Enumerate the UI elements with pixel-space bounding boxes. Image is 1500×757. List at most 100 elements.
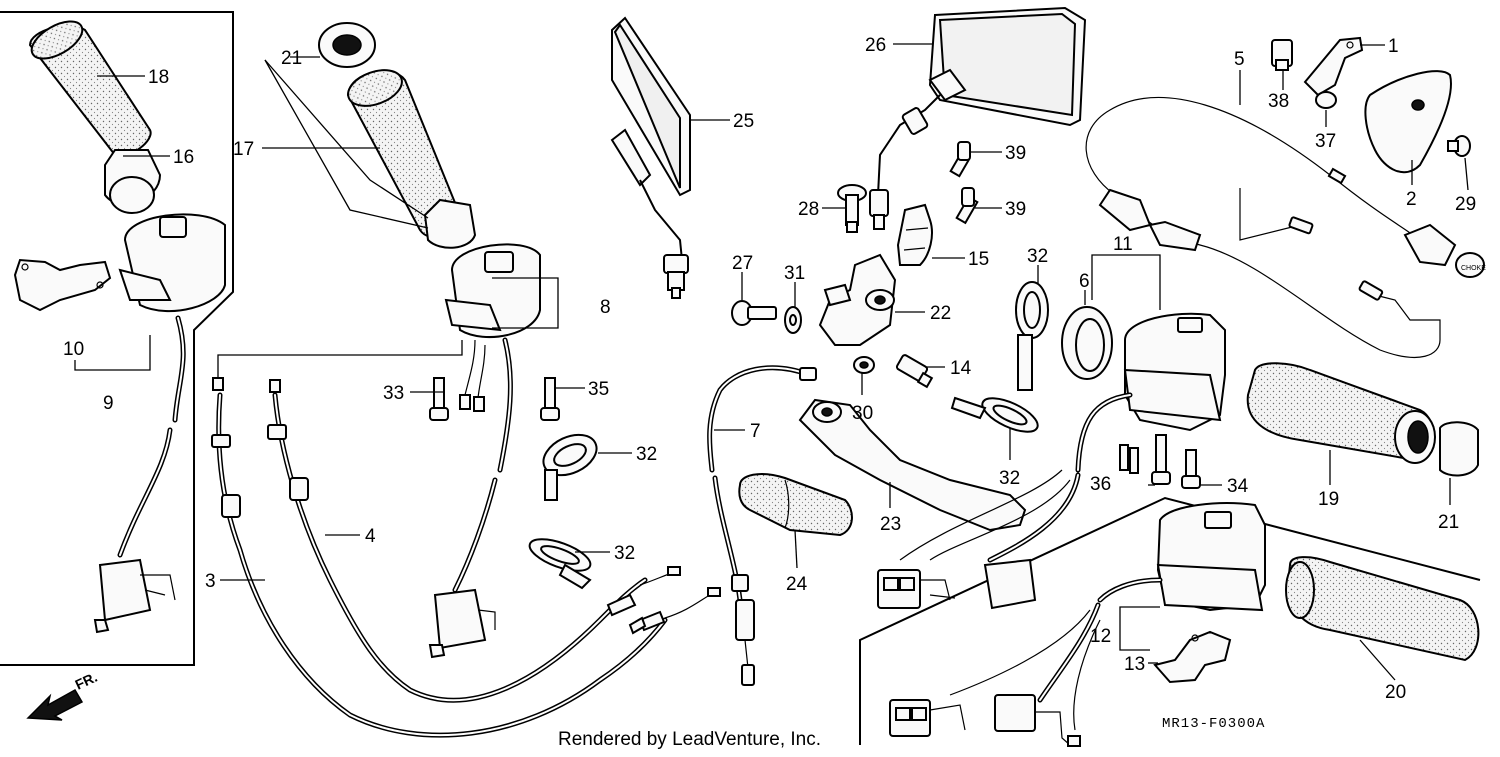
credit-text: Rendered by LeadVenture, Inc. bbox=[558, 729, 821, 750]
leader-11 bbox=[1091, 254, 1161, 310]
grommet-6 bbox=[1061, 306, 1113, 380]
callout-38: 38 bbox=[1268, 91, 1289, 112]
throttle-grip-17 bbox=[346, 69, 477, 249]
stop-switch-14 bbox=[895, 354, 934, 389]
screw-28 bbox=[1447, 135, 1471, 157]
collar-38 bbox=[1271, 39, 1293, 71]
callout-26: 25 bbox=[733, 111, 754, 132]
callout-9: 9 bbox=[103, 393, 114, 414]
callout-32-d: 32 bbox=[999, 468, 1020, 489]
front-direction-arrow: FR. bbox=[26, 669, 100, 721]
cover-2 bbox=[1364, 70, 1452, 174]
cable-tie-32-c bbox=[1015, 281, 1049, 391]
callout-14: 14 bbox=[950, 358, 972, 379]
callout-labels: 18 16 10 9 21 17 8 33 35 32 32 4 3 25 26… bbox=[63, 35, 1476, 703]
callout-29: 28 bbox=[798, 199, 819, 220]
grip-end-21-upper bbox=[318, 22, 376, 68]
grip-20 bbox=[1285, 556, 1480, 662]
bolt-25 bbox=[731, 300, 777, 326]
leader-12 bbox=[1119, 606, 1160, 651]
direction-label: FR. bbox=[73, 669, 100, 693]
clamp-10 bbox=[13, 258, 112, 312]
callout-4: 4 bbox=[365, 526, 376, 547]
throttle-cable-3 bbox=[211, 340, 721, 738]
callout-37: 37 bbox=[1315, 131, 1336, 152]
mirror-26 bbox=[610, 16, 691, 299]
bracket-1 bbox=[1303, 36, 1364, 97]
callout-32-c: 32 bbox=[1027, 246, 1048, 267]
screw-33 bbox=[429, 377, 449, 421]
callout-39-b: 39 bbox=[1005, 199, 1026, 220]
callout-27: 26 bbox=[865, 35, 886, 56]
cable-tie-32-d bbox=[950, 396, 1039, 433]
clutch-cable-7 bbox=[707, 365, 817, 686]
callout-20: 20 bbox=[1385, 682, 1406, 703]
leader-9-10 bbox=[74, 335, 151, 371]
pivot-bolt-29 bbox=[837, 184, 867, 233]
switch-housing-9 bbox=[93, 213, 226, 634]
callout-31: 31 bbox=[784, 263, 805, 284]
screw-39-b bbox=[955, 187, 979, 225]
lever-cover-24 bbox=[738, 473, 853, 537]
callout-17: 17 bbox=[233, 139, 254, 160]
callout-39-a: 39 bbox=[1005, 143, 1026, 164]
screw-34 bbox=[1181, 449, 1201, 489]
callout-8: 8 bbox=[600, 297, 611, 318]
grip-19 bbox=[1246, 362, 1436, 464]
callout-22: 22 bbox=[930, 303, 951, 324]
grip-collar-16 bbox=[104, 149, 162, 214]
callout-21-lower: 21 bbox=[1438, 512, 1459, 533]
callout-11: 11 bbox=[1113, 234, 1133, 255]
screw-35 bbox=[540, 377, 560, 421]
screw-39-a bbox=[949, 141, 971, 178]
callout-13: 13 bbox=[1124, 654, 1145, 675]
callout-32-b: 32 bbox=[614, 543, 635, 564]
callout-19: 19 bbox=[1318, 489, 1339, 510]
washer-31 bbox=[784, 306, 802, 334]
lever-holder-15 bbox=[896, 203, 933, 266]
callout-1: 1 bbox=[1388, 36, 1399, 57]
grip-18 bbox=[28, 20, 152, 157]
grip-end-21-lower bbox=[1439, 421, 1479, 477]
callout-16: 16 bbox=[173, 147, 194, 168]
callout-23: 23 bbox=[880, 514, 901, 535]
lever-bracket-22 bbox=[818, 253, 897, 346]
left-frame-border bbox=[0, 11, 234, 666]
callout-36: 36 bbox=[1090, 474, 1111, 495]
callout-2: 2 bbox=[1406, 189, 1417, 210]
callout-leaders bbox=[97, 43, 1469, 681]
callout-3: 3 bbox=[205, 571, 216, 592]
svg-text:CHOKE: CHOKE bbox=[1461, 265, 1486, 272]
callout-12: 12 bbox=[1090, 626, 1111, 647]
callout-28: 29 bbox=[1455, 194, 1476, 215]
callout-32-a: 32 bbox=[636, 444, 657, 465]
throttle-cable-4 bbox=[267, 379, 681, 703]
callout-24: 24 bbox=[786, 574, 808, 595]
callout-15: 15 bbox=[968, 249, 989, 270]
screw-37 bbox=[1315, 91, 1337, 109]
callout-30: 30 bbox=[852, 403, 873, 424]
mirror-27 bbox=[869, 6, 1087, 230]
cable-tie-32-b bbox=[528, 538, 592, 590]
nut-30 bbox=[853, 356, 875, 374]
callout-10: 10 bbox=[63, 339, 84, 360]
callout-6: 6 bbox=[1079, 271, 1090, 292]
cable-tie-32-a bbox=[542, 433, 598, 501]
callout-21-upper: 21 bbox=[281, 48, 302, 69]
callout-34: 34 bbox=[1227, 476, 1249, 497]
screw-36 bbox=[1151, 434, 1171, 485]
choke-cable-5: CHOKE bbox=[1085, 96, 1486, 359]
clamp-13 bbox=[1153, 630, 1232, 684]
callout-7: 7 bbox=[750, 421, 761, 442]
callout-33: 33 bbox=[383, 383, 404, 404]
switch-housing-12 bbox=[889, 502, 1266, 747]
callout-18: 18 bbox=[148, 67, 169, 88]
throttle-housing-8 bbox=[428, 243, 541, 659]
callout-5: 5 bbox=[1234, 49, 1245, 70]
switch-housing-11 bbox=[877, 312, 1226, 610]
callout-25: 27 bbox=[732, 253, 753, 274]
drawing-code: MR13-F0300A bbox=[1162, 716, 1265, 732]
callout-35: 35 bbox=[588, 379, 609, 400]
leader-8 bbox=[492, 277, 559, 329]
